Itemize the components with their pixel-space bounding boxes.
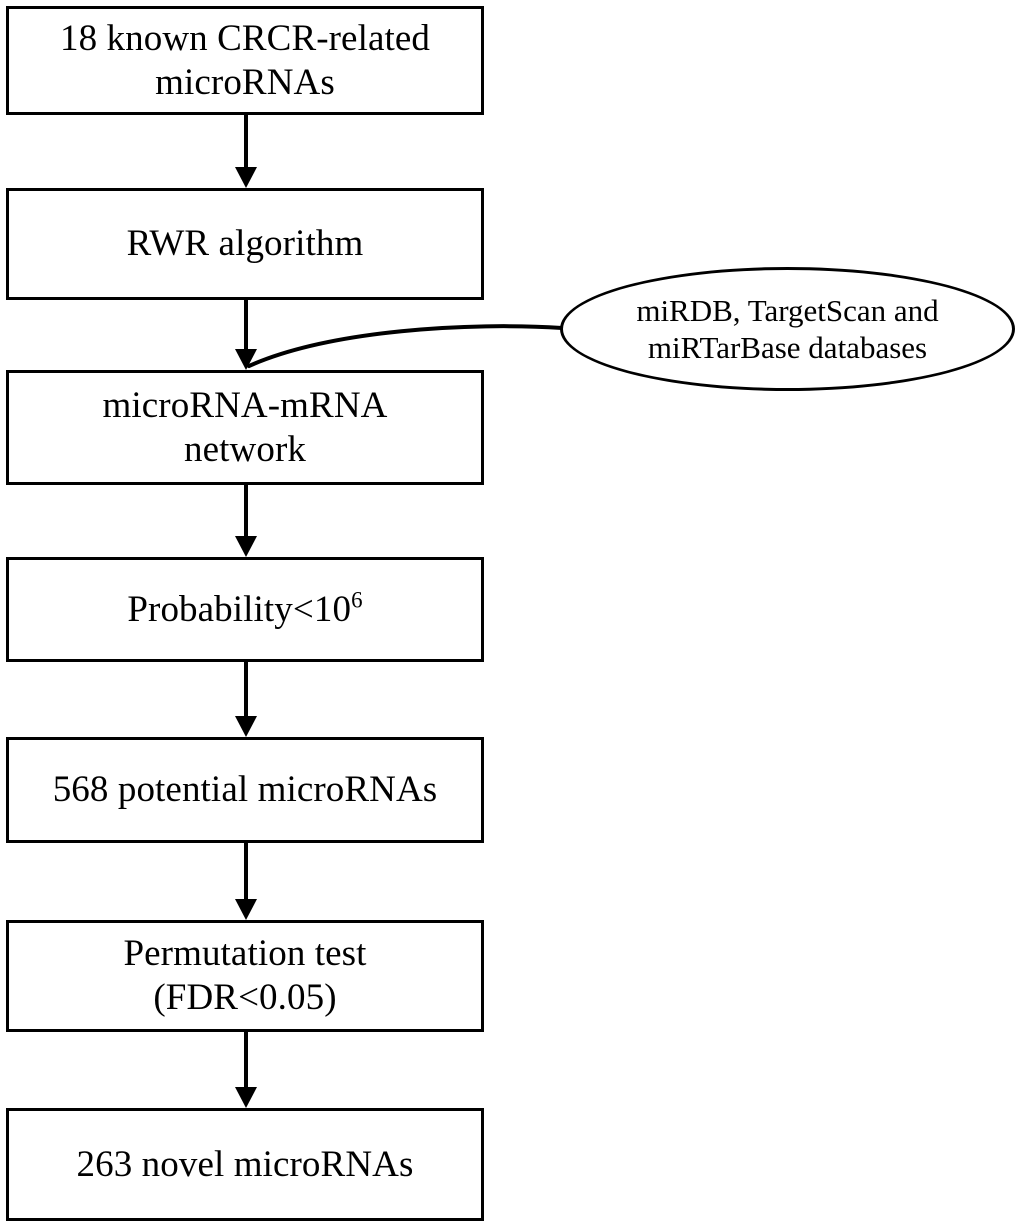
arrow-network-to-probability bbox=[235, 485, 257, 557]
arrow-probability-to-potential bbox=[235, 662, 257, 737]
arrow-rwr-to-network bbox=[235, 300, 257, 370]
novel-microrna-box[interactable]: 263 novel microRNAs bbox=[6, 1108, 484, 1221]
probability-exponent: 6 bbox=[351, 587, 363, 613]
arrow-permutation-to-novel bbox=[235, 1032, 257, 1108]
probability-box[interactable]: Probability<106 bbox=[6, 557, 484, 662]
potential-microrna-box[interactable]: 568 potential microRNAs bbox=[6, 737, 484, 843]
rwr-algorithm-box-label: RWR algorithm bbox=[126, 223, 364, 265]
curve-databases-to-network bbox=[247, 324, 564, 368]
rwr-algorithm-box[interactable]: RWR algorithm bbox=[6, 188, 484, 300]
arrow-potential-to-permutation bbox=[235, 843, 257, 920]
permutation-test-box-label: Permutation test(FDR<0.05) bbox=[123, 933, 367, 1018]
potential-microrna-box-label: 568 potential microRNAs bbox=[52, 769, 438, 811]
permutation-test-box[interactable]: Permutation test(FDR<0.05) bbox=[6, 920, 484, 1032]
probability-box-label: Probability<106 bbox=[127, 587, 363, 630]
arrow-known-to-rwr bbox=[235, 115, 257, 188]
novel-microrna-box-label: 263 novel microRNAs bbox=[76, 1143, 414, 1185]
